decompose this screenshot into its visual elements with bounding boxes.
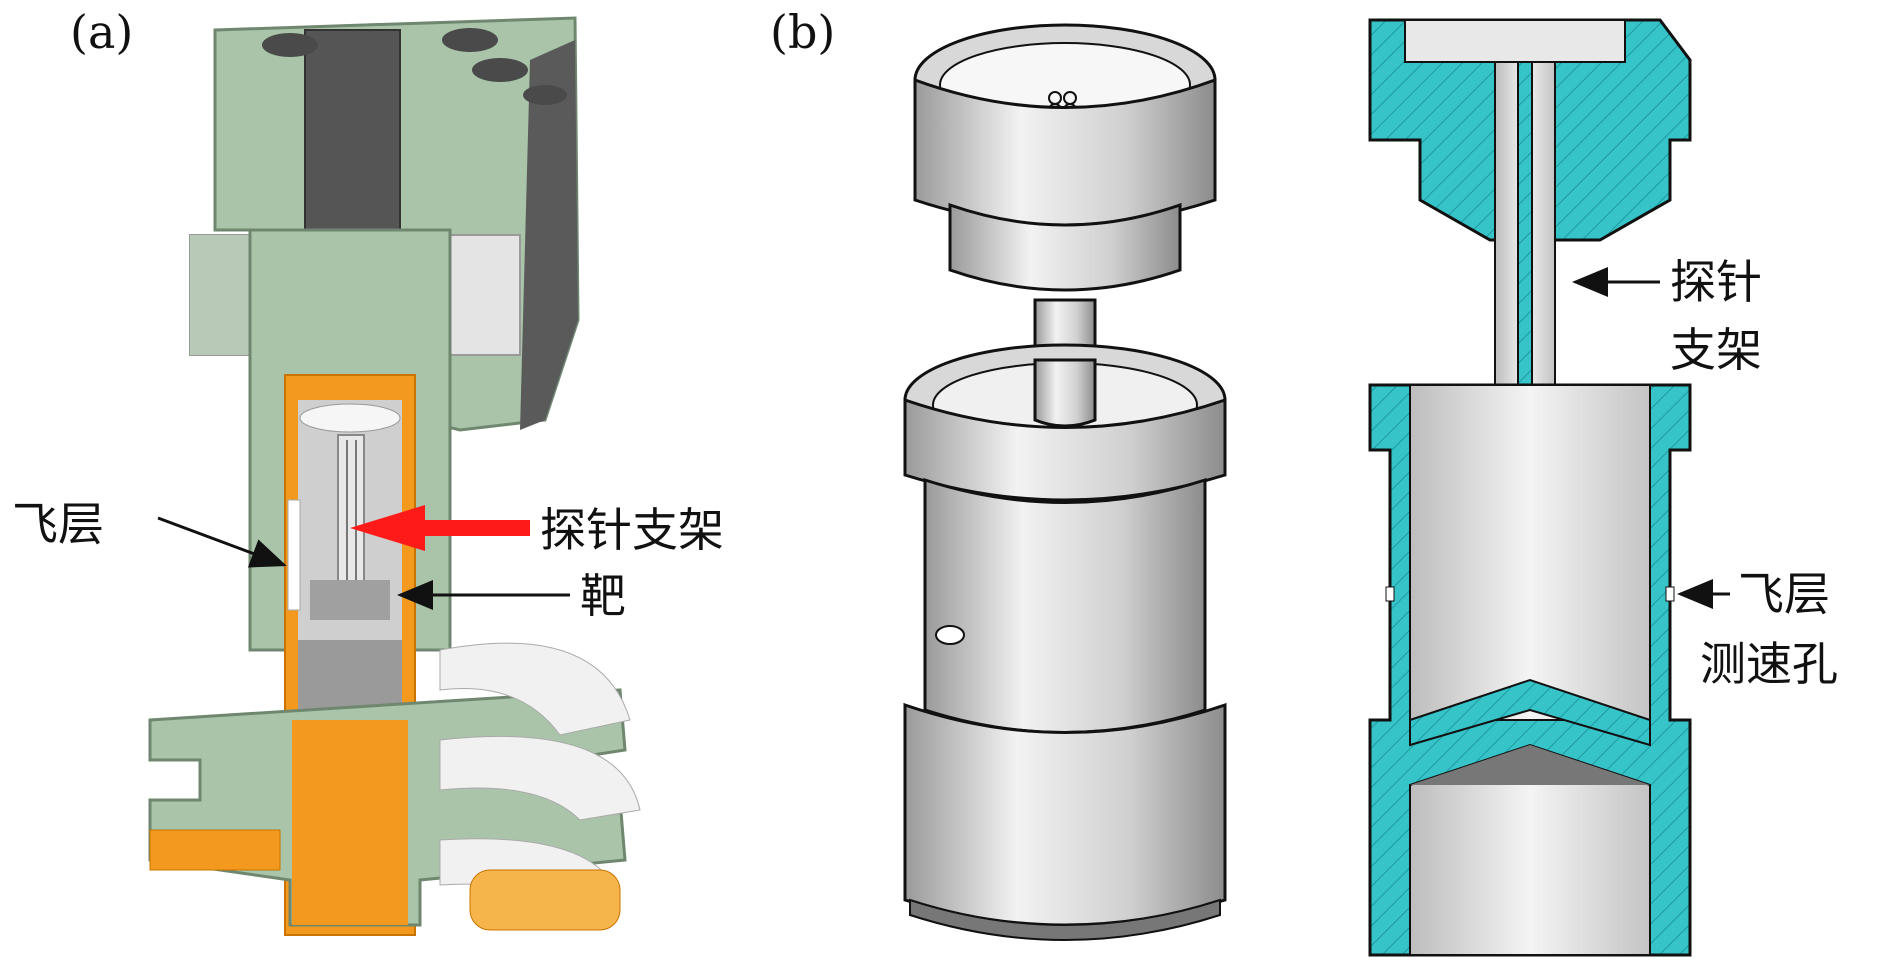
section-body-bore — [1409, 384, 1651, 721]
section-flyer-hole — [1665, 586, 1675, 602]
chamber-top — [299, 403, 401, 433]
flyer-hole-label-2: 测速孔 — [1700, 637, 1838, 691]
collar-left-face — [190, 235, 250, 355]
orange-core — [292, 720, 408, 925]
probe-holder — [337, 434, 365, 586]
top-hole — [523, 85, 567, 105]
panel-a: (a) — [12, 5, 724, 936]
section-cap-recess — [1404, 19, 1626, 63]
flyer-layer — [287, 499, 301, 611]
probe-stem-front — [1033, 358, 1097, 428]
target — [310, 580, 390, 620]
body-base — [903, 702, 1227, 927]
probe-holder-label-b1: 探针 — [1670, 255, 1762, 309]
section-probe-channel — [1517, 61, 1533, 403]
flyer-arrow — [157, 516, 287, 568]
white-disc — [439, 642, 631, 736]
panel-a-label: (a) — [70, 5, 133, 59]
red-arrow-icon — [350, 505, 425, 551]
section-cavity-shadow — [1410, 745, 1650, 785]
top-hole — [442, 28, 498, 52]
orange-bottom — [149, 829, 281, 871]
body-collar — [903, 397, 1227, 502]
cap-neck — [948, 202, 1182, 292]
orange-bottom — [469, 869, 621, 931]
top-hole — [472, 58, 528, 82]
top-hole — [262, 33, 318, 57]
flyer-label: 飞层 — [12, 497, 104, 551]
target-label: 靶 — [580, 569, 626, 623]
flyer-hole-3d — [935, 625, 965, 645]
body-cylinder — [923, 477, 1207, 734]
panel-b: (b) — [770, 5, 1838, 957]
top-block-dark-face — [520, 40, 578, 430]
body-base-bottom — [909, 898, 1221, 941]
panel-b-label: (b) — [770, 5, 835, 59]
white-disc — [439, 735, 641, 821]
section-cone — [1409, 678, 1651, 747]
flyer-hole-label-1: 飞层 — [1738, 567, 1830, 621]
section-flyer-hole — [1385, 586, 1395, 602]
probe-holder-label-b2: 支架 — [1670, 323, 1762, 377]
probe-holder-label-a: 探针支架 — [540, 503, 724, 557]
